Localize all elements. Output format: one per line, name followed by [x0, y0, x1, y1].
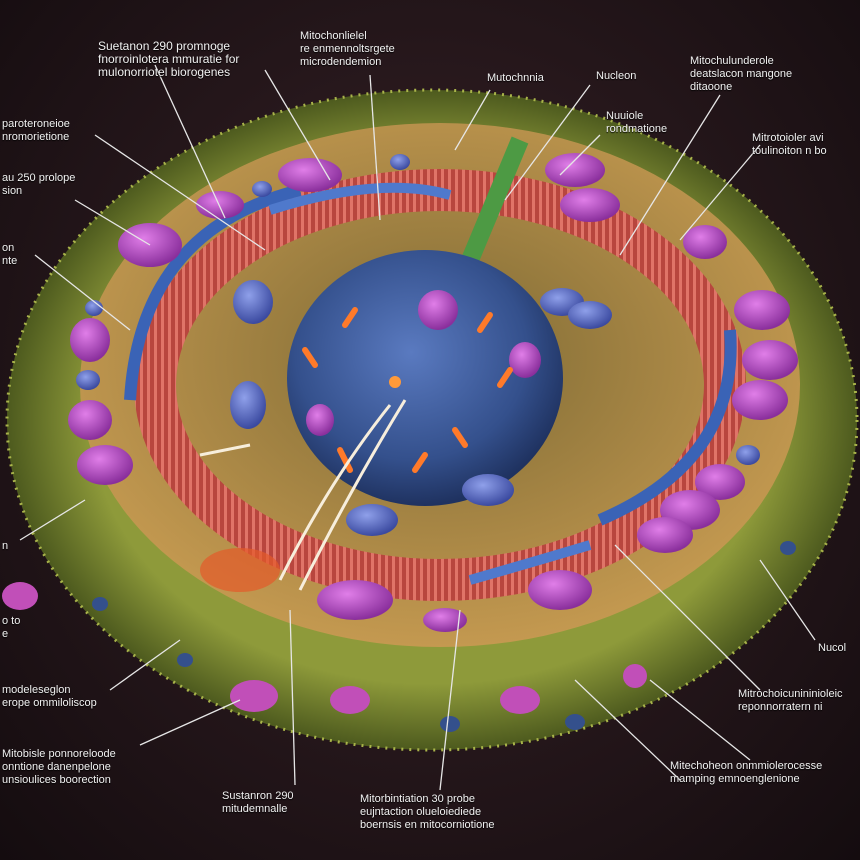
leader-lines	[19, 64, 816, 791]
label-bottom-right-1: Mitrochoicunininioleic reponnorratern ni	[738, 688, 843, 713]
label-top-left-1: Suetanon 290 promnoge fnorroinlotera mmu…	[98, 39, 240, 79]
chromatin-threads	[302, 307, 513, 473]
label-left-5: o to e	[2, 615, 21, 640]
label-top-right-1: Mitochulunderole deatslacon mangone dita…	[690, 55, 793, 93]
label-right-2: Nucol	[818, 642, 847, 654]
blue-vesicles	[76, 154, 760, 536]
nucleolus-3	[306, 404, 334, 436]
label-right-1: Mitrotoioler avi toulinoiton n bo	[752, 132, 827, 157]
label-bottom-left-1: modeleseglon erope ommiloliscop	[2, 684, 97, 709]
label-left-4: n	[2, 540, 9, 552]
label-bottom-center-1: Sustanron 290 mitudemnalle	[222, 790, 294, 815]
label-bottom-left-2: Mitobisle ponnoreloode onntione danenpel…	[2, 748, 116, 786]
vesicles	[68, 153, 798, 632]
label-bottom-right-2: Mitechoheon onmmiolerocesse mamping emno…	[670, 760, 823, 785]
microtubule-bundle	[461, 136, 529, 264]
label-top-center-2: Mutochnnia	[487, 72, 544, 84]
endoplasmic-reticulum-left	[124, 184, 302, 401]
signal-spark	[389, 376, 401, 388]
nucleus	[287, 250, 563, 506]
orange-burst	[200, 548, 280, 592]
label-mid-center-1: Nuuiole rondmatione	[606, 110, 668, 135]
nucleolus-2	[509, 342, 541, 378]
endoplasmic-reticulum-bottom	[468, 540, 592, 585]
membrane-rim	[5, 88, 859, 752]
endoplasmic-reticulum-top	[268, 182, 452, 215]
label-left-1: paroteroneioe nromorietione	[2, 118, 70, 143]
membrane-spots	[2, 541, 796, 732]
label-left-2: au 250 prolope sion	[2, 172, 76, 197]
transport-arrows	[199, 399, 407, 591]
nucleolus	[418, 290, 458, 330]
label-top-center-3: Nucleon	[596, 70, 637, 82]
label-top-center-1: Mitochonlielel re enmennoltsrgete microd…	[300, 30, 395, 68]
label-bottom-center-2: Mitorbintiation 30 probe eujntaction olu…	[360, 793, 495, 831]
endoplasmic-reticulum-right	[597, 329, 737, 526]
label-left-3: on nte	[2, 242, 18, 267]
